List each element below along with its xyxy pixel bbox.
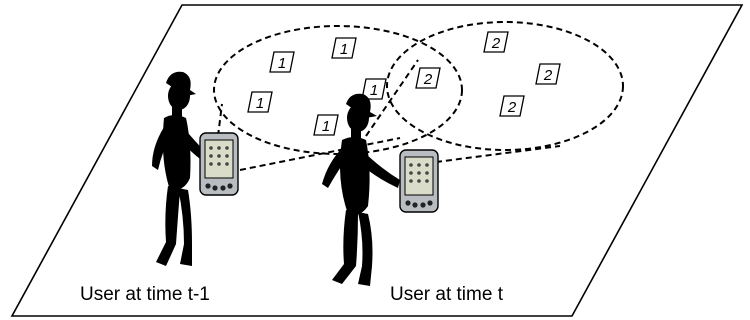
link-prev-top	[217, 103, 223, 137]
item-tag: 2	[483, 31, 509, 53]
ground-plane	[10, 4, 744, 317]
item-tag: 2	[499, 95, 525, 117]
link-now-bottom	[435, 145, 561, 163]
item-tag: 1	[269, 51, 295, 73]
item-tag: 1	[361, 78, 387, 100]
item-label: 2	[491, 35, 501, 52]
item-label: 1	[278, 55, 286, 72]
item-tag: 1	[313, 114, 339, 136]
item-label: 2	[507, 99, 517, 116]
item-label: 1	[256, 95, 264, 112]
user-figure-now	[322, 93, 400, 286]
item-tag: 1	[331, 37, 357, 59]
caption-user-prev: User at time t-1	[80, 284, 210, 305]
item-label: 2	[423, 71, 433, 88]
connection-lines	[217, 59, 561, 171]
link-now-top	[365, 59, 419, 137]
item-tag: 2	[535, 63, 561, 85]
user-figure-prev	[152, 71, 208, 266]
item-label: 1	[370, 82, 378, 99]
item-label: 1	[322, 118, 330, 135]
caption-user-now: User at time t	[390, 284, 504, 305]
item-label: 1	[340, 41, 348, 58]
handheld-device-now	[399, 149, 439, 213]
link-prev-bottom	[239, 137, 401, 171]
item-tag: 2	[415, 67, 441, 89]
items-prev: 1 1 1 1 1	[247, 37, 387, 136]
items-now: 2 2 2 2	[415, 31, 561, 117]
item-label: 2	[543, 67, 553, 84]
range-ellipse-now	[386, 21, 624, 151]
item-tag: 1	[247, 91, 273, 113]
handheld-device-prev	[199, 132, 239, 196]
